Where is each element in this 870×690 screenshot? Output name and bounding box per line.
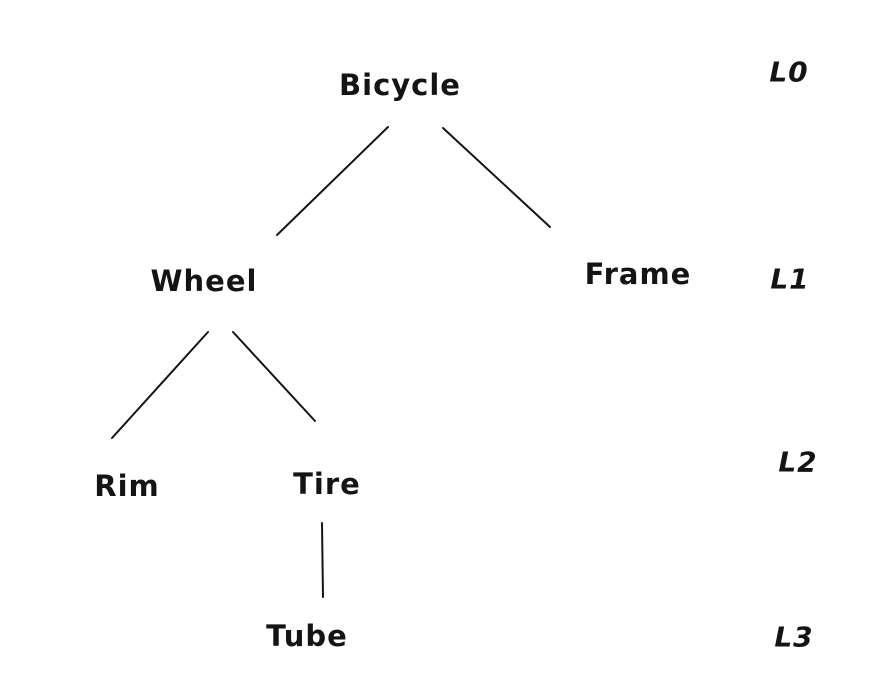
edge-wheel-to-tire [232,331,316,422]
edge-tire-to-tube [321,522,324,598]
node-rim: Rim [94,469,160,503]
level-label-l0: L0 [769,55,809,89]
node-tire: Tire [293,467,361,501]
edge-bicycle-to-frame [442,127,551,228]
level-label-l2: L2 [778,445,818,479]
node-tube: Tube [266,619,348,653]
level-label-l1: L1 [770,262,810,296]
node-frame: Frame [584,257,692,291]
level-label-l3: L3 [774,620,814,654]
edge-bicycle-to-wheel [276,126,389,236]
node-wheel: Wheel [150,264,258,298]
node-bicycle: Bicycle [339,68,461,102]
edge-wheel-to-rim [111,331,209,439]
